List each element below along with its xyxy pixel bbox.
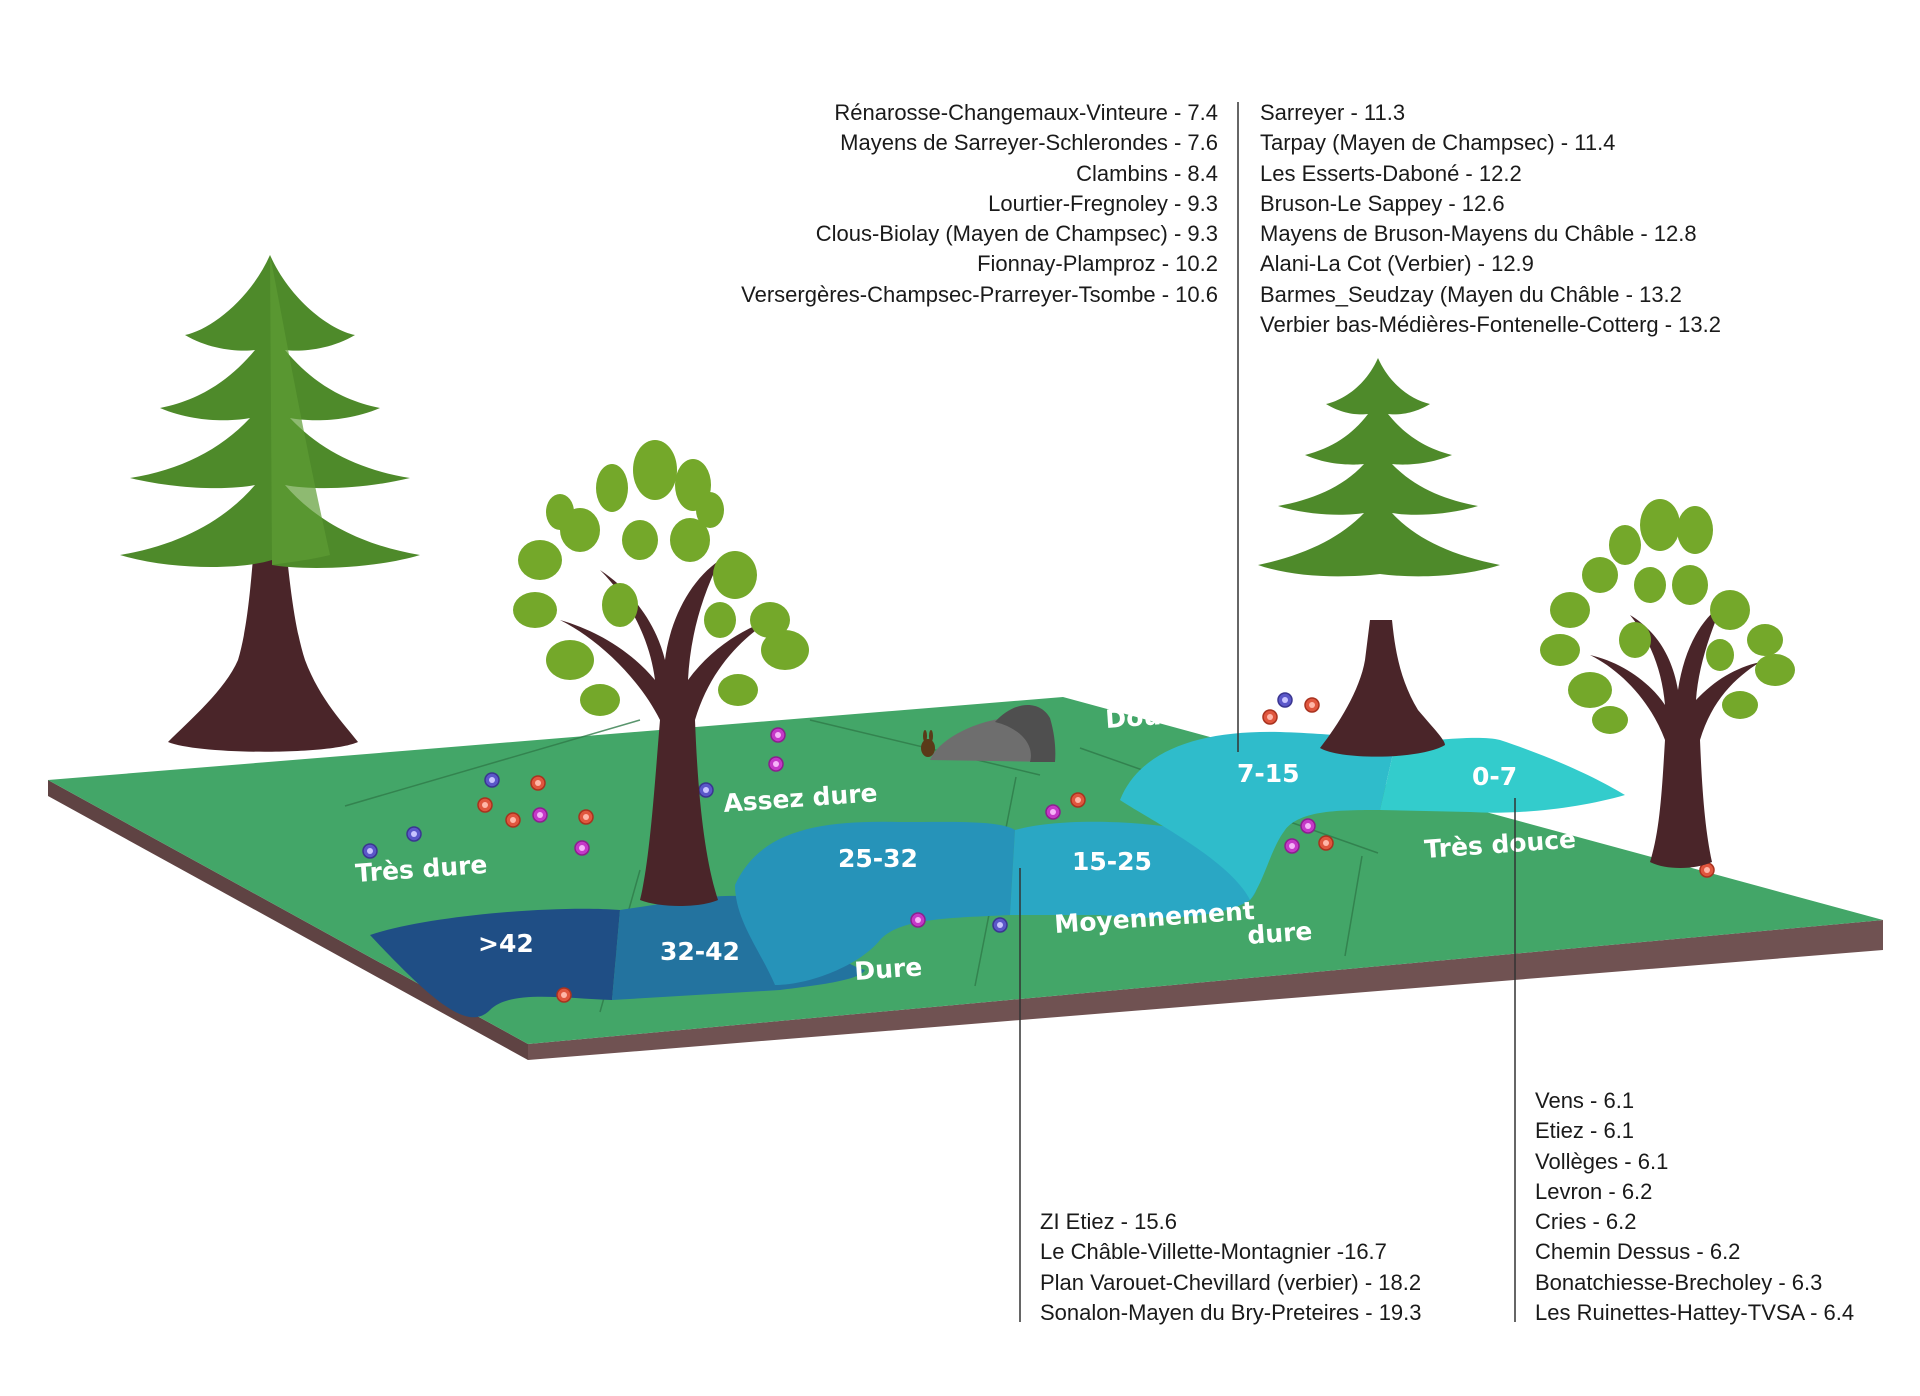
list-item: Clambins - 8.4 — [1076, 160, 1218, 186]
list-item: Vens - 6.1 — [1535, 1088, 1635, 1113]
zone-label-moyennement-dure: dure — [1246, 917, 1313, 950]
list-item: Barmes_Seudzay (Mayen du Châble - 13.2 — [1260, 281, 1682, 307]
range-label-15-25: 15-25 — [1072, 847, 1152, 876]
list-item: Levron - 6.2 — [1535, 1178, 1653, 1204]
list-item: Les Esserts-Daboné - 12.2 — [1260, 160, 1522, 186]
list-item: Chemin Dessus - 6.2 — [1535, 1239, 1741, 1265]
range-label-0-7: 0-7 — [1472, 762, 1517, 791]
list-item: Mayens de Sarreyer-Schlerondes - 7.6 — [840, 130, 1218, 156]
list-item: Versergères-Champsec-Prarreyer-Tsombe - … — [741, 281, 1218, 307]
list-tres-douce: Vens - 6.1 Etiez - 6.1 Vollèges - 6.1 Le… — [1535, 1086, 1854, 1328]
list-item: Mayens de Bruson-Mayens du Châble - 12.8 — [1260, 221, 1697, 247]
zone-label-dure: Dure — [853, 952, 923, 986]
ground-side — [48, 780, 528, 1060]
rabbit — [921, 730, 935, 757]
list-item: ZI Etiez - 15.6 — [1040, 1209, 1177, 1234]
list-item: Alani-La Cot (Verbier) - 12.9 — [1260, 251, 1534, 277]
zone-label-douce: Douce — [1104, 699, 1193, 734]
range-label-32-42: 32-42 — [660, 937, 740, 966]
range-label-7-15: 7-15 — [1237, 759, 1300, 788]
list-item: Les Ruinettes-Hattey-TVSA - 6.4 — [1535, 1300, 1855, 1326]
list-item: Verbier bas-Médières-Fontenelle-Cotterg … — [1260, 312, 1722, 338]
band-over-42 — [370, 908, 620, 1018]
list-assez-dure: Rénarosse-Changemaux-Vinteure - 7.4 Maye… — [741, 98, 1218, 310]
list-item: Lourtier-Fregnoley - 9.3 — [988, 190, 1218, 216]
list-item: Rénarosse-Changemaux-Vinteure - 7.4 — [834, 100, 1218, 125]
ground-edge — [528, 920, 1883, 1060]
band-25-32 — [735, 821, 1015, 985]
deciduous-tree-right — [1540, 499, 1795, 868]
list-item: Sonalon-Mayen du Bry-Preteires - 19.3 — [1040, 1299, 1422, 1325]
list-item: Fionnay-Plamproz - 10.2 — [977, 251, 1218, 277]
deciduous-tree-left — [513, 440, 809, 906]
list-item: Sarreyer - 11.3 — [1260, 100, 1406, 125]
list-moyennement-dure: ZI Etiez - 15.6 Le Châble-Villette-Monta… — [1040, 1207, 1422, 1328]
pine-tree-right — [1258, 358, 1500, 757]
list-item: Tarpay (Mayen de Champsec) - 11.4 — [1260, 130, 1616, 156]
list-item: Le Châble-Villette-Montagnier -16.7 — [1040, 1239, 1387, 1265]
band-0-7 — [1380, 737, 1625, 813]
list-item: Cries - 6.2 — [1535, 1209, 1637, 1235]
list-item: Bruson-Le Sappey - 12.6 — [1260, 190, 1505, 216]
list-item: Bonatchiesse-Brecholey - 6.3 — [1535, 1269, 1823, 1295]
list-item: Etiez - 6.1 — [1535, 1118, 1635, 1144]
list-douce: Sarreyer - 11.3 Tarpay (Mayen de Champse… — [1260, 98, 1721, 340]
range-label-over-42: >42 — [478, 929, 534, 958]
list-item: Clous-Biolay (Mayen de Champsec) - 9.3 — [815, 221, 1218, 247]
list-item: Vollèges - 6.1 — [1535, 1148, 1669, 1174]
range-label-25-32: 25-32 — [838, 844, 918, 873]
pine-tree-left — [120, 255, 420, 752]
list-item: Plan Varouet-Chevillard (verbier) - 18.2 — [1040, 1269, 1422, 1295]
pointer-lines — [1019, 102, 1516, 1322]
rock-shadow — [995, 704, 1056, 762]
band-7-15 — [1120, 731, 1395, 900]
